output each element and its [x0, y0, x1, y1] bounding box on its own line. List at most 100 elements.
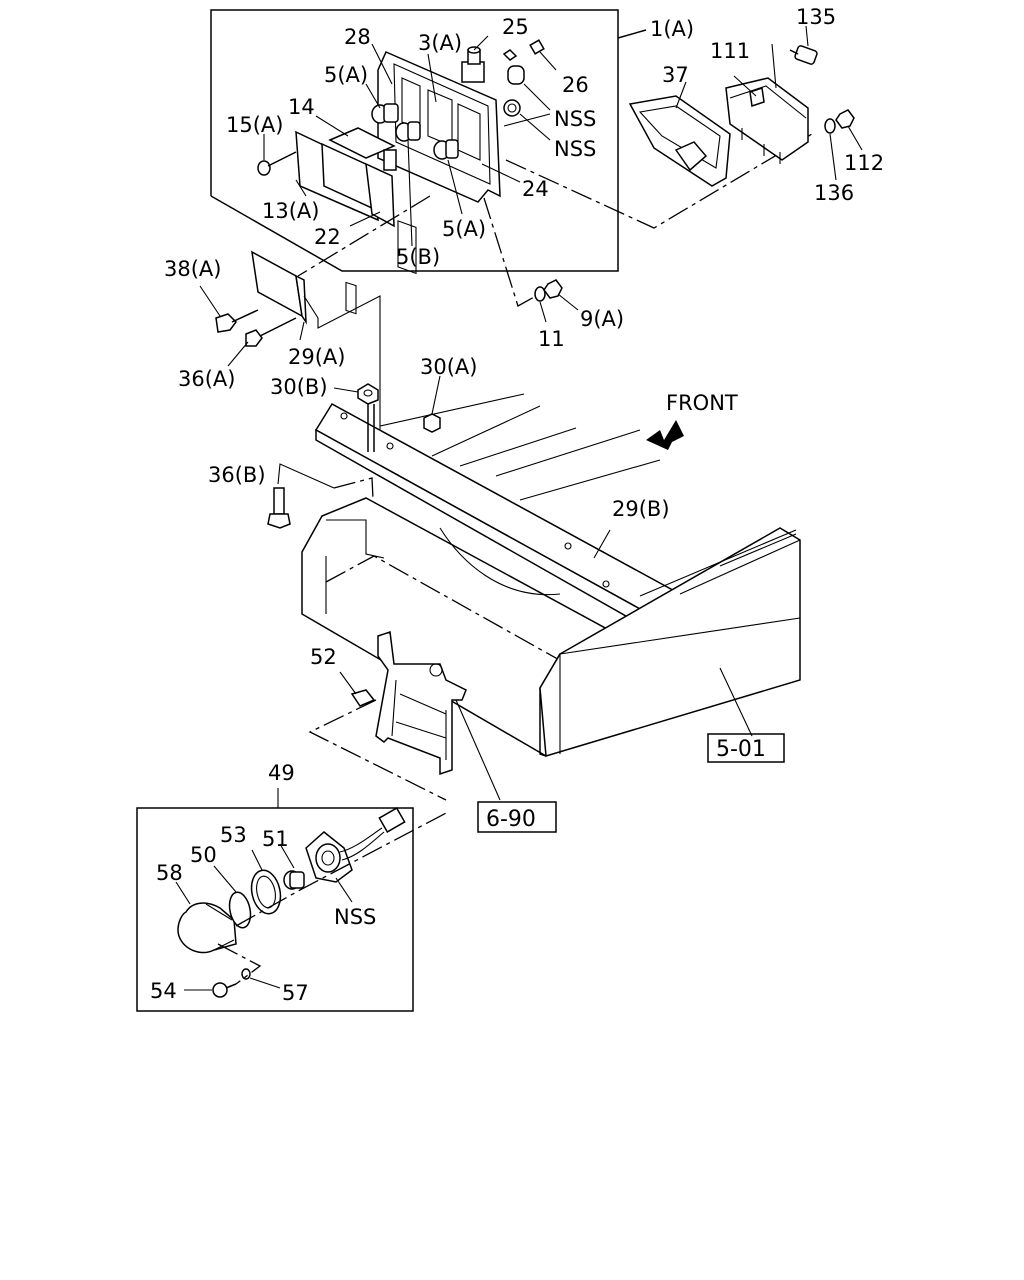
front-arrow-icon	[646, 420, 684, 450]
nss-cap-2	[503, 99, 551, 141]
callout-11: 11	[538, 327, 565, 351]
callout-58: 58	[156, 861, 183, 885]
callout-5a-bottom: 5(A)	[442, 217, 486, 241]
callout-nss-2: NSS	[554, 137, 596, 161]
callout-54: 54	[150, 979, 177, 1003]
callout-9a: 9(A)	[580, 307, 624, 331]
front-label: FRONT	[666, 391, 738, 415]
washer-11	[534, 286, 547, 323]
bracket-29a	[251, 250, 381, 458]
washer-57	[241, 968, 281, 989]
callout-29a: 29(A)	[288, 345, 345, 369]
ref-label-5-01: 5-01	[716, 737, 766, 762]
callout-3a: 3(A)	[418, 31, 462, 55]
callout-57: 57	[282, 981, 309, 1005]
callout-49: 49	[268, 761, 295, 785]
callout-15a: 15(A)	[226, 113, 283, 137]
assembly-box-outline	[210, 9, 619, 272]
nss-cap-1	[502, 49, 551, 111]
leader-13a	[295, 179, 307, 197]
ref-box-6-90	[477, 801, 557, 833]
lens-13a	[295, 130, 379, 315]
frame-rails	[301, 393, 801, 757]
callout-112: 112	[844, 151, 884, 175]
callout-5a-top: 5(A)	[324, 63, 368, 87]
callout-29b: 29(B)	[612, 497, 670, 521]
crossmember-29b	[314, 403, 681, 634]
bulb-5a-top	[371, 103, 399, 124]
gasket-22	[365, 162, 395, 228]
leader-5a-top	[365, 83, 381, 109]
callout-38a: 38(A)	[164, 257, 221, 281]
nut-112	[835, 109, 863, 151]
cover-58	[175, 881, 237, 954]
lamp-detail-box	[136, 807, 414, 1012]
bolt-36b	[267, 463, 375, 529]
screw-15a	[257, 134, 297, 176]
callout-24: 24	[522, 177, 549, 201]
callout-37: 37	[662, 63, 689, 87]
callout-22: 22	[314, 225, 341, 249]
callout-36b: 36(B)	[208, 463, 266, 487]
centerline-screw	[217, 943, 262, 985]
callout-25: 25	[502, 15, 529, 39]
bolt-38a	[199, 285, 259, 333]
lamp-socket	[305, 807, 406, 903]
gasket-53	[250, 849, 282, 915]
ref-label-6-90: 6-90	[486, 807, 536, 832]
ref-box-5-01	[707, 733, 785, 763]
leader-22	[349, 211, 381, 227]
leader-50	[213, 865, 237, 893]
callout-30b: 30(B)	[270, 375, 328, 399]
callout-52: 52	[310, 645, 337, 669]
callout-13a: 13(A)	[262, 199, 319, 223]
callout-nss-3: NSS	[334, 905, 376, 929]
washer-136	[824, 118, 837, 181]
centerline-nut	[483, 197, 537, 307]
screw-54	[184, 982, 237, 998]
clip-52	[339, 671, 376, 707]
nut-30a	[423, 375, 441, 433]
centerline-right	[505, 133, 813, 229]
callout-30a: 30(A)	[420, 355, 477, 379]
callout-136: 136	[814, 181, 854, 205]
nut-30b	[333, 383, 379, 452]
bulb-5a-bottom	[433, 139, 459, 160]
callout-36a: 36(A)	[178, 367, 235, 391]
callout-111: 111	[710, 39, 750, 63]
leader-6-90	[455, 699, 501, 801]
license-lamp-37	[628, 95, 731, 187]
leader-37	[675, 81, 687, 109]
bolt-36a	[227, 317, 297, 367]
callout-28: 28	[344, 25, 371, 49]
leader-5b	[407, 139, 413, 247]
centerline-bracket	[297, 195, 431, 277]
part-14	[315, 115, 397, 171]
bolt-135	[789, 25, 818, 65]
leader-5a-bottom	[447, 159, 463, 215]
lens-50	[228, 891, 252, 929]
lamp-assembly-group	[210, 9, 813, 315]
bracket-111	[725, 43, 809, 164]
nut-9a	[543, 279, 579, 311]
hitch-bracket	[375, 630, 467, 776]
leader-28	[371, 43, 393, 85]
callout-135: 135	[796, 5, 836, 29]
callout-51: 51	[262, 827, 289, 851]
bulb-51	[279, 843, 305, 890]
callout-1a: 1(A)	[650, 17, 694, 41]
screw-26	[529, 39, 557, 71]
centerline-hitch	[308, 699, 447, 801]
callout-nss-1: NSS	[554, 107, 596, 131]
centerline-lamp	[235, 811, 449, 927]
leader-24	[481, 163, 521, 183]
callout-50: 50	[190, 843, 217, 867]
socket-25	[461, 35, 489, 83]
leader-1a	[617, 29, 647, 39]
callout-26: 26	[562, 73, 589, 97]
callout-5b: 5(B)	[396, 245, 440, 269]
callout-53: 53	[220, 823, 247, 847]
bulb-5b	[395, 121, 421, 142]
callout-14: 14	[288, 95, 315, 119]
